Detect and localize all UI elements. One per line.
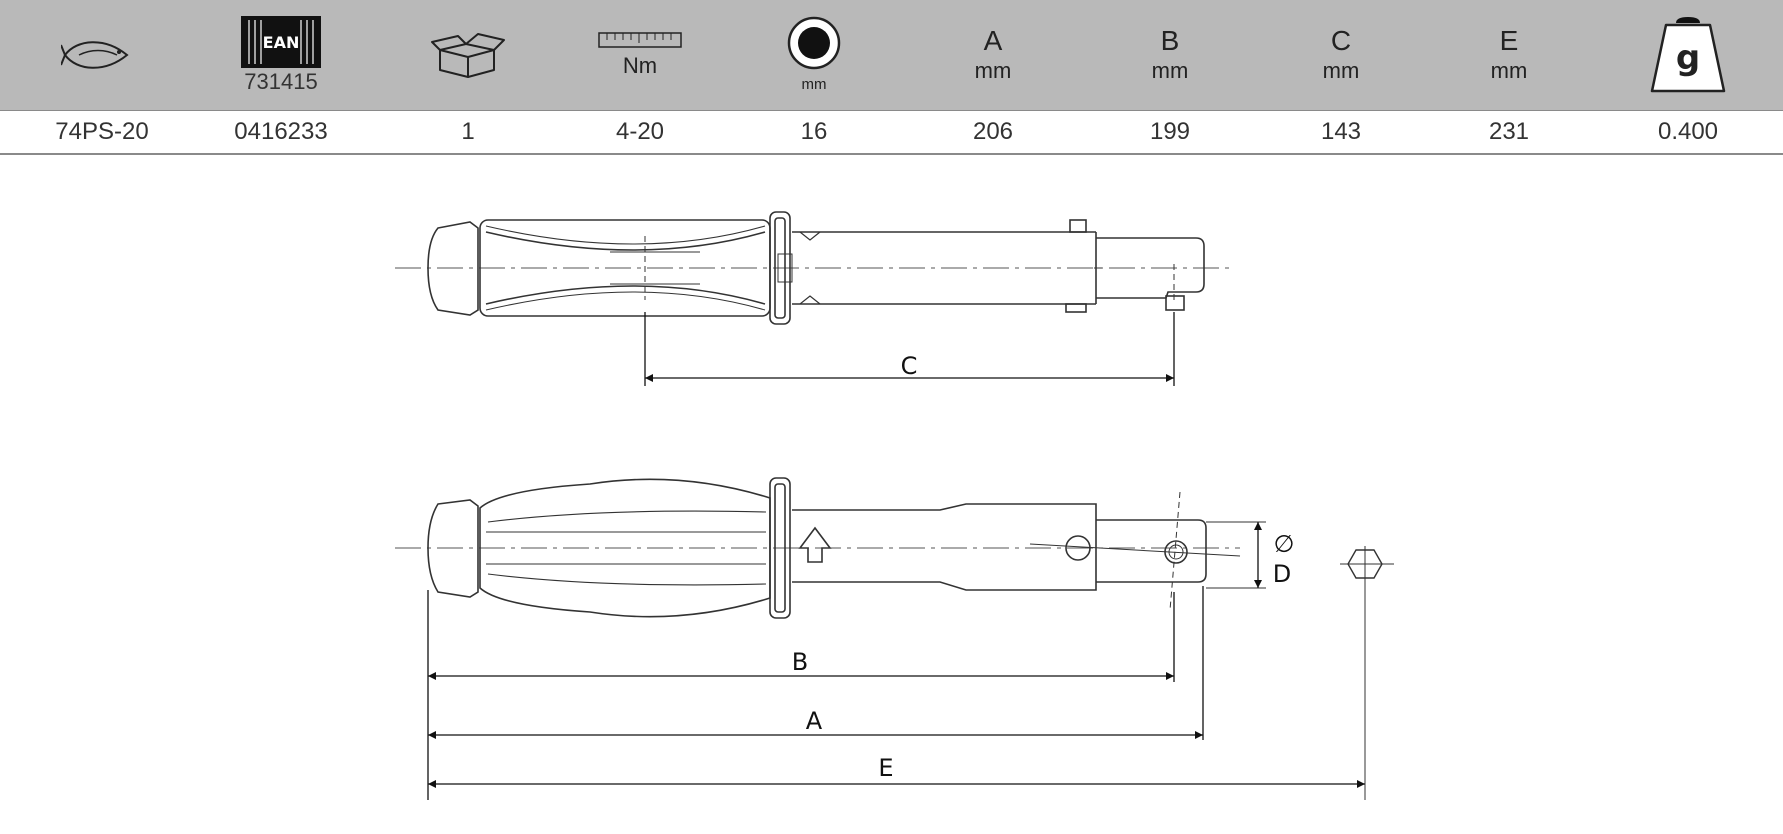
- e-value: 231: [1488, 118, 1530, 145]
- col-b-unit: mm: [1151, 58, 1189, 83]
- col-b-header: B mm: [1152, 0, 1189, 110]
- package-box-icon: [431, 33, 505, 78]
- drive-unit-label: mm: [801, 76, 827, 93]
- label-c: C: [901, 352, 918, 380]
- torque-cell: Nm: [598, 0, 682, 110]
- qty-value: 1: [461, 118, 475, 145]
- col-e-header: E mm: [1491, 0, 1528, 110]
- torque-value: 4-20: [615, 118, 665, 145]
- col-c-letter: C: [1330, 25, 1352, 56]
- col-a-header: A mm: [975, 0, 1012, 110]
- top-view-wrench: [395, 211, 1235, 325]
- ean-barcode-icon: EAN: [241, 16, 321, 68]
- label-e: E: [878, 754, 893, 782]
- col-b-letter: B: [1160, 25, 1180, 56]
- col-e-unit: mm: [1490, 58, 1528, 83]
- svg-text:g: g: [1676, 38, 1700, 78]
- c-value: 143: [1320, 118, 1362, 145]
- b-value: 199: [1149, 118, 1191, 145]
- drive-cell: mm: [787, 0, 841, 110]
- torque-unit-label: Nm: [622, 53, 658, 78]
- label-d: D: [1273, 560, 1291, 588]
- svg-text:EAN: EAN: [263, 33, 300, 52]
- dimension-c: [644, 312, 1175, 386]
- dimension-lines: [427, 586, 1365, 800]
- drive-value: 16: [800, 118, 828, 145]
- col-c-header: C mm: [1323, 0, 1360, 110]
- col-c-unit: mm: [1322, 58, 1360, 83]
- a-value: 206: [972, 118, 1014, 145]
- col-e-letter: E: [1499, 25, 1519, 56]
- fish-icon-cell: [61, 0, 135, 110]
- col-a-letter: A: [983, 25, 1003, 56]
- square-drive-icon: [787, 16, 841, 70]
- ean-value: 0416233: [234, 118, 328, 145]
- technical-drawing: C ∅ D: [395, 211, 1394, 800]
- weight-icon: g: [1650, 17, 1726, 93]
- weight-cell: g: [1648, 0, 1728, 110]
- label-a: A: [806, 707, 823, 735]
- weight-value: 0.400: [1657, 118, 1719, 145]
- spec-table-header: EAN 731415 Nm: [0, 0, 1783, 111]
- model-value: 74PS-20: [55, 118, 149, 145]
- ruler-scale-icon: [598, 32, 682, 48]
- side-view-wrench: [395, 477, 1394, 800]
- label-b: B: [792, 648, 808, 676]
- ean-cell: EAN 731415: [241, 0, 321, 110]
- package-cell: [430, 0, 506, 110]
- fish-icon: [61, 41, 129, 69]
- col-a-unit: mm: [974, 58, 1012, 83]
- label-diameter: ∅: [1274, 530, 1295, 558]
- spec-table-row: 74PS-20 0416233 1 4-20 16 206 199 143 23…: [0, 111, 1783, 155]
- ean-code-label: 731415: [244, 69, 318, 94]
